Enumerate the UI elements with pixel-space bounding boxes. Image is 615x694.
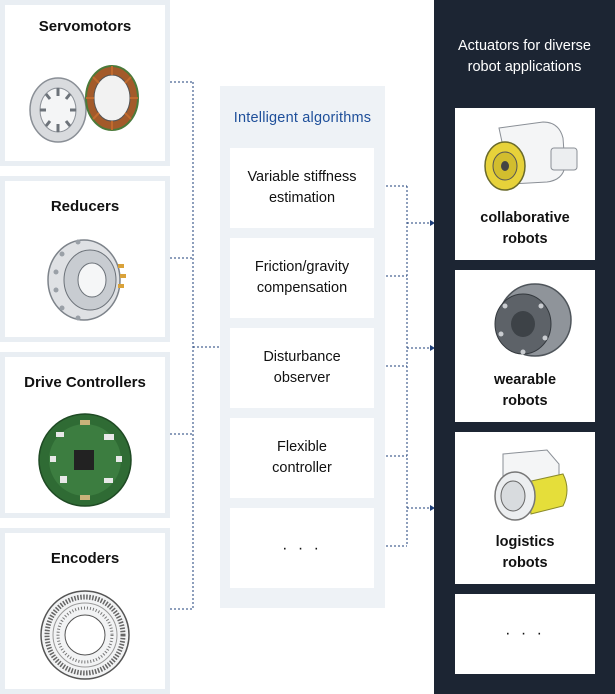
collaborative-robot-actuator-icon (484, 121, 578, 191)
servomotor-icon (29, 65, 139, 143)
algorithm-line: Disturbance (263, 349, 341, 365)
component-card-encoders: Encoders (0, 528, 170, 694)
component-card-drive-controllers: Drive Controllers (0, 352, 170, 518)
algorithm-line: compensation (256, 280, 348, 296)
reducer-icon (47, 239, 126, 321)
actuator-card-wearable: wearable robots (455, 270, 595, 422)
component-title: Encoders (50, 550, 120, 567)
algorithm-line: estimation (268, 190, 336, 206)
actuator-label-line: robots (502, 393, 548, 409)
actuator-card-more: · · · (455, 594, 595, 674)
actuator-label: wearable robots (455, 370, 595, 412)
actuators-title-line: robot applications (467, 59, 582, 75)
algorithm-line: Friction/gravity (254, 259, 350, 275)
algorithm-box-flexible-controller: Flexible controller (230, 418, 374, 498)
wearable-robot-actuator-icon (494, 283, 572, 357)
actuator-label-line: wearable (493, 372, 557, 388)
component-title: Drive Controllers (24, 374, 146, 391)
actuator-card-logistics: logistics robots (455, 432, 595, 584)
logistics-robot-actuator-icon (494, 449, 568, 521)
component-card-inner (5, 5, 165, 161)
component-card-servomotors: Servomotors (0, 0, 170, 166)
actuator-label-line: logistics (495, 534, 555, 550)
actuator-label-line: robots (502, 555, 548, 571)
algorithms-panel: Intelligent algorithms Variable stiffnes… (220, 86, 385, 608)
algorithm-box-friction-gravity: Friction/gravity compensation (230, 238, 374, 318)
algorithm-line: Flexible (277, 439, 327, 455)
algorithms-title: Intelligent algorithms (233, 110, 372, 126)
actuator-card-collaborative: collaborative robots (455, 108, 595, 260)
algorithm-line: controller (272, 460, 332, 476)
component-card-reducers: Reducers (0, 176, 170, 342)
algorithm-box-more: · · · (230, 508, 374, 588)
algorithm-line: observer (273, 370, 331, 386)
component-title: Reducers (50, 198, 120, 215)
algorithm-box-variable-stiffness: Variable stiffness estimation (230, 148, 374, 228)
component-title: Servomotors (38, 18, 132, 35)
actuator-label: logistics robots (455, 532, 595, 574)
ellipsis: · · · (505, 625, 545, 642)
drive-controller-icon (38, 413, 132, 507)
algorithm-box-disturbance-observer: Disturbance observer (230, 328, 374, 408)
encoder-icon (40, 590, 130, 680)
actuator-label: collaborative robots (455, 208, 595, 250)
actuator-label-line: robots (502, 231, 548, 247)
actuators-panel: Actuators for diverse robot applications… (434, 0, 615, 694)
actuators-title-line: Actuators for diverse (458, 38, 591, 54)
actuator-label-line: collaborative (480, 210, 570, 226)
algorithm-line: Variable stiffness (247, 169, 357, 185)
ellipsis: · · · (282, 539, 322, 557)
actuators-title: Actuators for diverse robot applications (434, 36, 615, 78)
